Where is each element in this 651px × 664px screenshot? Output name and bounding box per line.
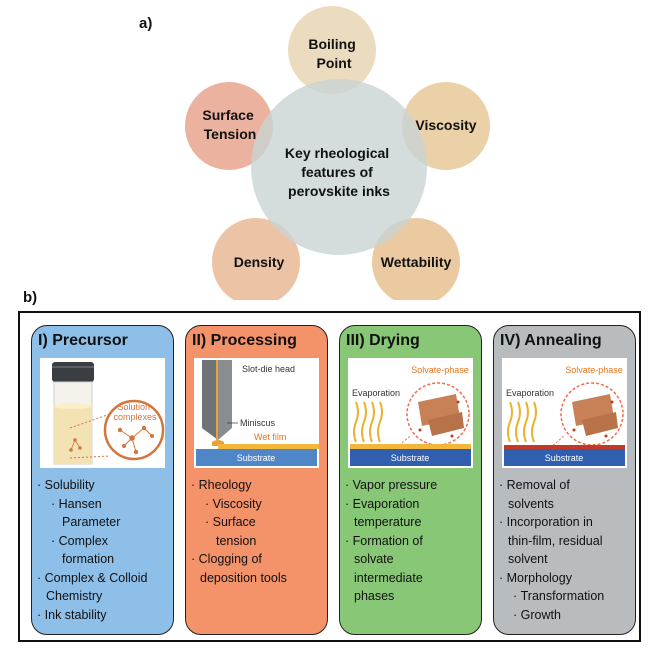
panel-b-frame [18, 311, 641, 642]
petal-label-viscosity: Viscosity [415, 117, 476, 133]
list-item: temperature [354, 515, 422, 529]
panel-a-label: a) [139, 15, 153, 32]
slot-die-illustration: Slot-die head Miniscus Wet film Substrat… [194, 358, 319, 468]
stage-title: III) Drying [346, 332, 420, 349]
list-item: Parameter [62, 515, 121, 529]
list-item: solvents [508, 496, 554, 511]
stage-precursor: I) Precursor So [31, 325, 174, 635]
drying-bullets: Vapor pressure Evaporation temperature F… [345, 476, 479, 606]
petal-wettability [372, 218, 460, 300]
petal-label-wettability: Wettability [381, 254, 452, 270]
processing-bullets: Rheology Viscosity Surface tension Clogg… [191, 476, 325, 587]
list-item: Chemistry [46, 589, 103, 603]
evaporation-label: Evaporation [352, 388, 400, 398]
solution-complexes-label: Solution complexes [113, 402, 157, 422]
stage-annealing: IV) Annealing Evaporation Solvate-phase … [493, 325, 636, 635]
center-label: Key rheological features of perovskite i… [285, 145, 393, 199]
list-item: Incorporation in [499, 513, 633, 532]
list-item: Vapor pressure [345, 476, 479, 495]
solvate-phase-label: Solvate-phase [565, 365, 623, 375]
list-item: Transformation [499, 587, 633, 606]
annealing-bullets: Removal of solvents Incorporation in thi… [499, 476, 633, 624]
petal-label-boiling-point: Boiling Point [308, 36, 359, 71]
list-item: tension [216, 533, 257, 548]
petal-boiling-point [288, 6, 376, 94]
solvate-phase-label: Solvate-phase [411, 365, 469, 375]
list-item: Complex [37, 532, 171, 551]
list-item: solvate [354, 552, 394, 566]
list-item: Clogging of [191, 550, 325, 569]
list-item: phases [354, 589, 395, 603]
list-item: Removal of [499, 476, 633, 495]
substrate-label: Substrate [545, 453, 584, 463]
list-item: Viscosity [191, 495, 325, 514]
list-item: intermediate [354, 570, 423, 585]
stage-processing: II) Processing Slot-die head Miniscus We… [185, 325, 328, 635]
precursor-bullets: Solubility Hansen Parameter Complex form… [37, 476, 171, 624]
meniscus-label: Miniscus [240, 418, 276, 428]
petal-label-surface-tension: Surface Tension [202, 107, 257, 142]
petal-surface-tension [185, 82, 273, 170]
list-item: formation [62, 552, 115, 566]
list-item: Surface [191, 513, 325, 532]
substrate-label: Substrate [237, 453, 276, 463]
panel-b-label: b) [23, 289, 38, 306]
substrate-label: Substrate [391, 453, 430, 463]
annealing-illustration: Evaporation Solvate-phase Substrate [502, 358, 627, 468]
list-item: deposition tools [200, 570, 287, 585]
evaporation-label: Evaporation [506, 388, 554, 398]
list-item: Evaporation [345, 495, 479, 514]
list-item: solvent [508, 552, 548, 566]
rheology-flower-diagram: Boiling Point Viscosity Wettability Dens… [185, 6, 490, 300]
list-item: Complex & Colloid [37, 569, 171, 588]
drying-illustration: Evaporation Solvate-phase Substrate [348, 358, 473, 468]
list-item: Formation of [345, 532, 479, 551]
list-item: Rheology [191, 476, 325, 495]
wet-film-label: Wet film [254, 432, 286, 442]
list-item: Morphology [499, 569, 633, 588]
slot-die-head-label: Slot-die head [242, 364, 295, 374]
list-item: Hansen [37, 495, 171, 514]
stage-title: I) Precursor [38, 332, 128, 349]
petal-density [212, 218, 300, 300]
petal-label-density: Density [234, 254, 285, 270]
list-item: thin-film, residual [508, 533, 603, 548]
vial-illustration: Solution complexes [40, 358, 165, 468]
center-circle [251, 79, 427, 255]
list-item: Ink stability [37, 606, 171, 625]
stage-title: IV) Annealing [500, 332, 602, 349]
list-item: Solubility [37, 476, 171, 495]
list-item: Growth [499, 606, 633, 625]
stage-drying: III) Drying Evaporation Solvate-phase Su… [339, 325, 482, 635]
stage-title: II) Processing [192, 332, 297, 349]
